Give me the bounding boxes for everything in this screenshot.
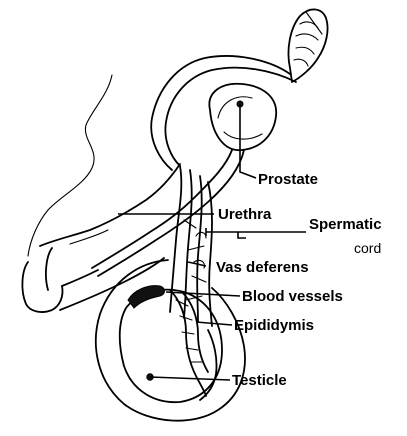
label-epididymis: Epididymis bbox=[234, 317, 314, 334]
body-contour bbox=[28, 75, 112, 256]
label-spermatic-cord-line2: cord bbox=[354, 240, 381, 256]
label-spermatic-cord-line1: Spermatic bbox=[309, 216, 382, 233]
label-urethra: Urethra bbox=[218, 206, 272, 223]
label-blood-vessels: Blood vessels bbox=[242, 288, 343, 305]
seminal-vesicle bbox=[288, 9, 327, 82]
label-testicle: Testicle bbox=[232, 372, 287, 389]
prostate-gland bbox=[209, 84, 276, 150]
scrotum bbox=[96, 260, 245, 421]
spermatic-cord bbox=[170, 166, 212, 326]
label-prostate: Prostate bbox=[258, 171, 318, 188]
vas-deferens-loop bbox=[151, 56, 290, 170]
label-vas-deferens: Vas deferens bbox=[216, 259, 309, 276]
